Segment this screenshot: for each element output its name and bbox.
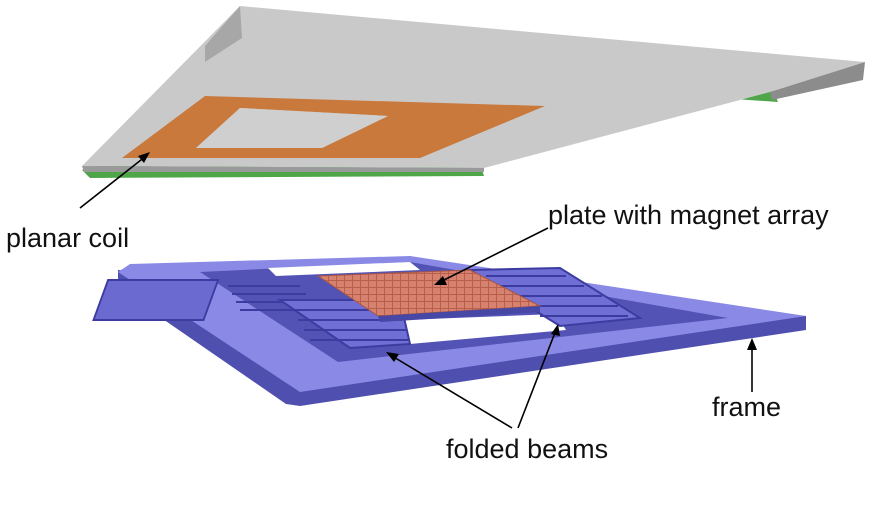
arrow-folded-beams-right [517,324,560,429]
pcb-edge-back [205,6,242,62]
pcb-edge-right [770,62,865,100]
plate-edge [378,306,540,322]
label-plate-with-magnet-array: plate with magnet array [548,200,829,230]
annotation-arrows [79,152,757,429]
pcb-board [82,6,865,178]
opening-bottom [402,314,566,344]
folded-beams-left [92,279,318,321]
mems-frame [92,256,806,406]
folded-beams-right [466,266,644,328]
arrow-magnet-plate [434,227,549,285]
planar-coil-inner-window [196,108,388,148]
pcb-edge-left [82,166,484,172]
opening-top [268,262,420,276]
arrow-planar-coil [79,152,150,209]
arrow-folded-beams-left [386,352,513,429]
planar-coil [122,96,545,158]
label-folded-beams: folded beams [446,434,608,464]
label-planar-coil: planar coil [6,223,129,253]
label-frame: frame [712,392,781,422]
arrow-frame [747,338,757,392]
